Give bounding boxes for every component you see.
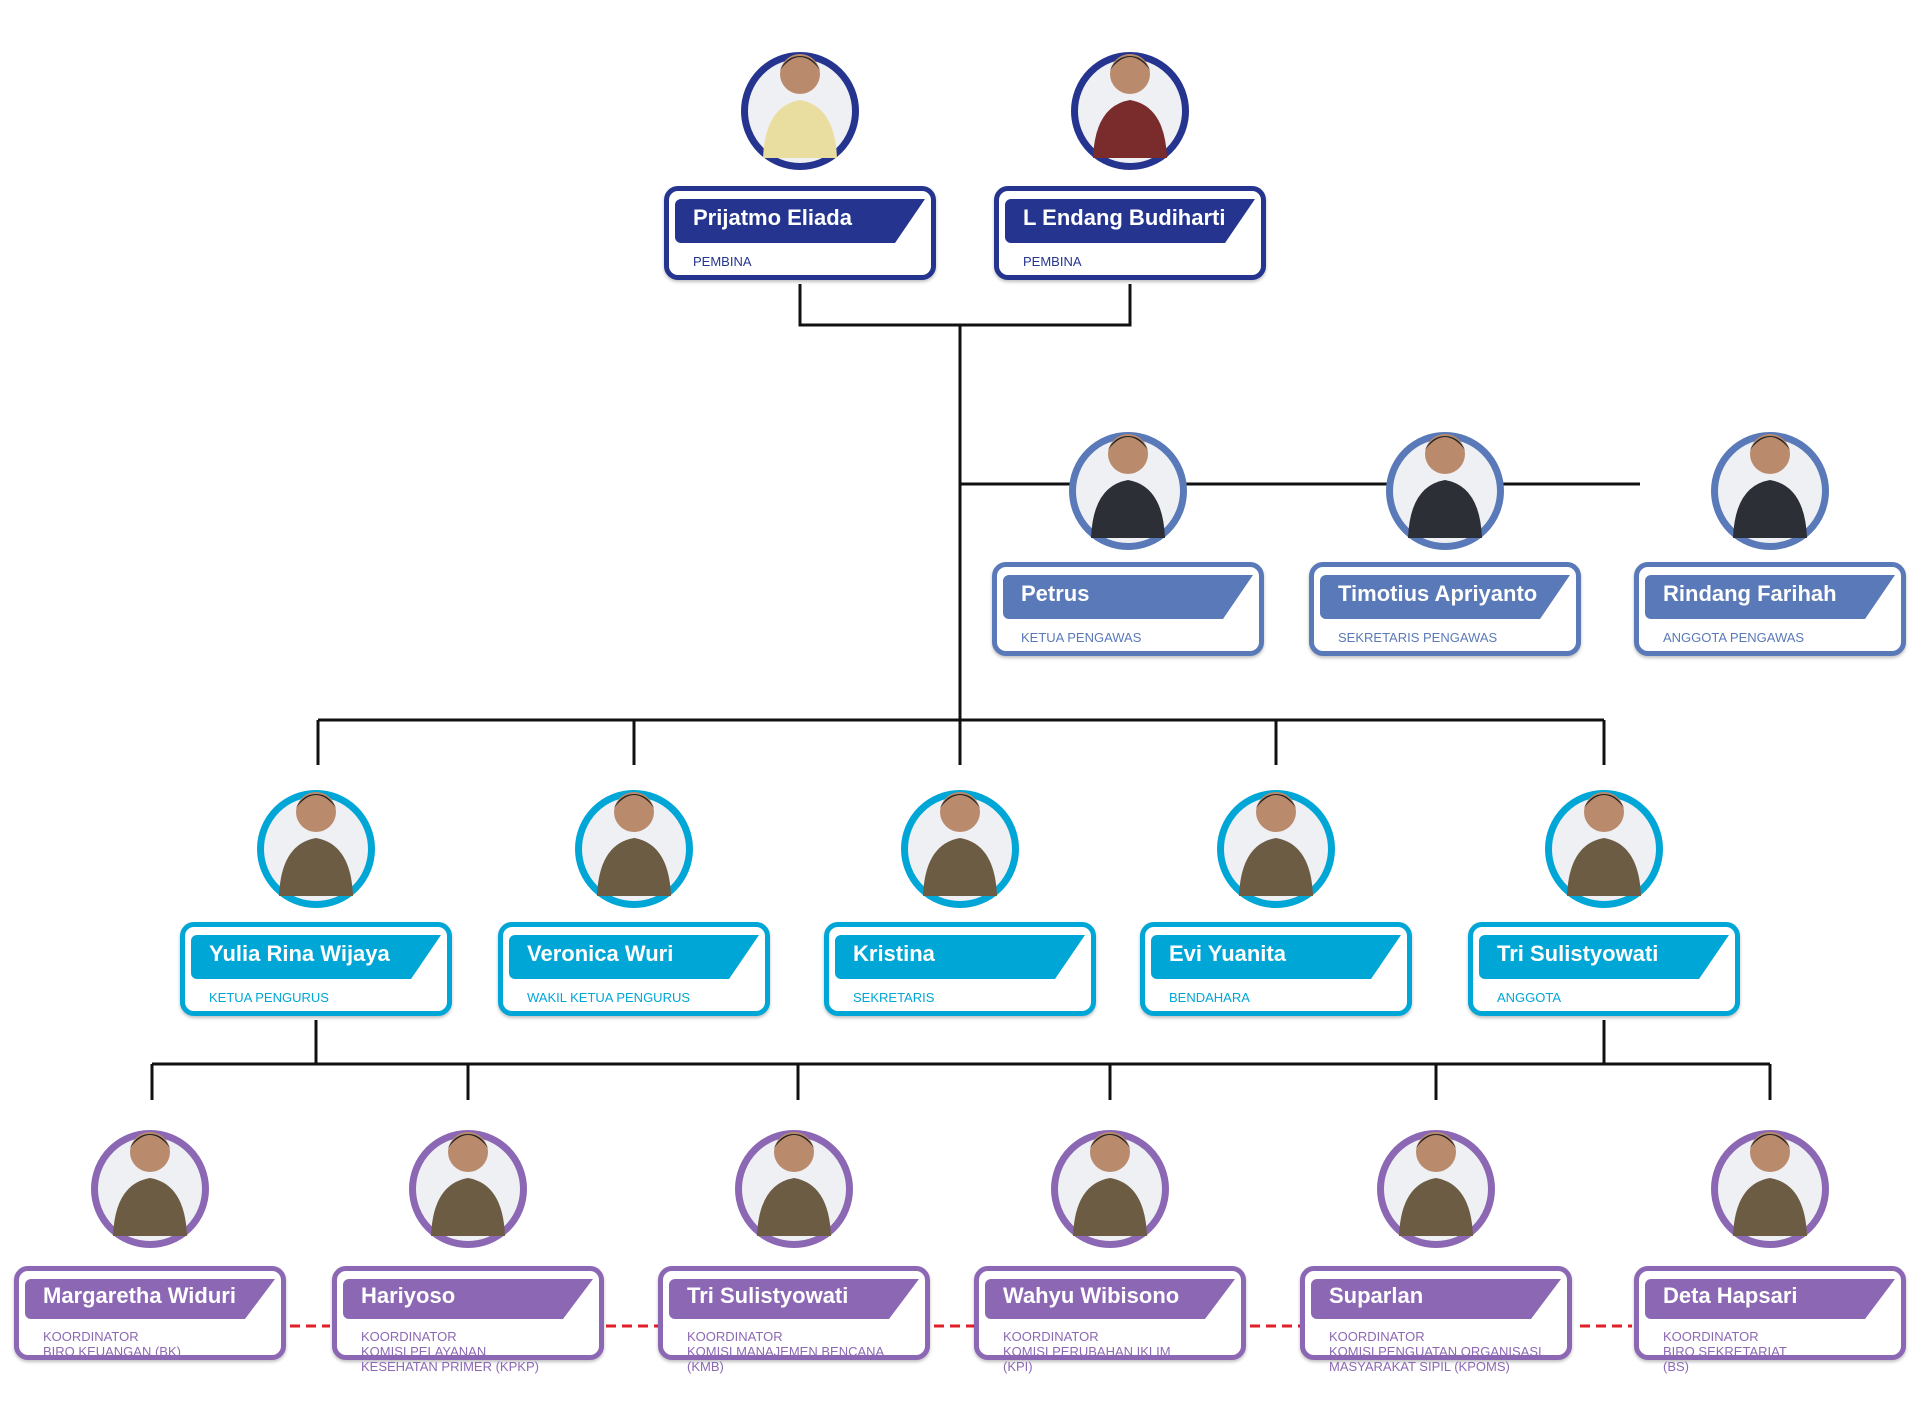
- koordinator-photo-6: [1711, 1130, 1829, 1248]
- member-role: ANGGOTA: [1497, 990, 1562, 1005]
- name-banner: [675, 199, 925, 243]
- member-name: Wahyu Wibisono: [1003, 1283, 1180, 1308]
- name-banner: [1151, 935, 1401, 979]
- pembina-photo-2: [1071, 52, 1189, 170]
- member-name: Evi Yuanita: [1169, 941, 1286, 966]
- pengurus-photo-1: [257, 790, 375, 908]
- pengawas-photo-3: [1711, 432, 1829, 550]
- pengurus-photo-5: [1545, 790, 1663, 908]
- member-name: Petrus: [1021, 581, 1090, 606]
- member-name: Hariyoso: [361, 1283, 456, 1308]
- member-name: Yulia Rina Wijaya: [209, 941, 390, 966]
- person-silhouette-icon: [1399, 1132, 1473, 1236]
- member-role: WAKIL KETUA PENGURUS: [527, 990, 691, 1005]
- name-banner: [1645, 1279, 1895, 1319]
- member-role: SEKRETARIS: [853, 990, 935, 1005]
- member-name: Kristina: [853, 941, 935, 966]
- pengurus-photo-3: [901, 790, 1019, 908]
- name-banner: [1003, 575, 1253, 619]
- member-name: Timotius Apriyanto: [1338, 581, 1538, 606]
- member-name: Deta Hapsari: [1663, 1283, 1798, 1308]
- name-banner: [509, 935, 759, 979]
- member-name: Tri Sulistyowati: [687, 1283, 849, 1308]
- name-banner: [343, 1279, 593, 1319]
- member-name: Suparlan: [1329, 1283, 1424, 1308]
- person-silhouette-icon: [757, 1132, 831, 1236]
- member-role: PEMBINA: [693, 254, 752, 269]
- name-banner: [835, 935, 1085, 979]
- name-banner: [1311, 1279, 1561, 1319]
- person-silhouette-icon: [1733, 434, 1807, 538]
- person-silhouette-icon: [1733, 1132, 1807, 1236]
- person-silhouette-icon: [1091, 434, 1165, 538]
- person-silhouette-icon: [279, 792, 353, 896]
- member-role: KOORDINATOR KOMISI PELAYANAN KESEHATAN P…: [361, 1329, 539, 1374]
- person-silhouette-icon: [923, 792, 997, 896]
- pengurus-photo-4: [1217, 790, 1335, 908]
- koordinator-photo-1: [91, 1130, 209, 1248]
- member-role: SEKRETARIS PENGAWAS: [1338, 630, 1498, 645]
- person-silhouette-icon: [1073, 1132, 1147, 1236]
- name-banner: [985, 1279, 1235, 1319]
- koordinator-photo-3: [735, 1130, 853, 1248]
- koordinator-photo-5: [1377, 1130, 1495, 1248]
- person-silhouette-icon: [1567, 792, 1641, 896]
- name-banner: [1005, 199, 1255, 243]
- name-banner: [1645, 575, 1895, 619]
- member-role: PEMBINA: [1023, 254, 1082, 269]
- member-name: Prijatmo Eliada: [693, 205, 852, 230]
- member-role: KOORDINATOR BIRO SEKRETARIAT (BS): [1663, 1329, 1787, 1374]
- name-banner: [669, 1279, 919, 1319]
- person-silhouette-icon: [763, 54, 837, 158]
- member-role: KETUA PENGAWAS: [1021, 630, 1142, 645]
- member-role: KOORDINATOR KOMISI PENGUATAN ORGANISASI …: [1329, 1329, 1542, 1374]
- pengawas-photo-2: [1386, 432, 1504, 550]
- name-banner: [25, 1279, 275, 1319]
- pengawas-photo-1: [1069, 432, 1187, 550]
- member-role: BENDAHARA: [1169, 990, 1250, 1005]
- member-role: KOORDINATOR BIRO KEUANGAN (BK): [43, 1329, 181, 1359]
- koordinator-photo-2: [409, 1130, 527, 1248]
- member-name: Rindang Farihah: [1663, 581, 1837, 606]
- person-silhouette-icon: [1093, 54, 1167, 158]
- person-silhouette-icon: [1408, 434, 1482, 538]
- member-name: Tri Sulistyowati: [1497, 941, 1659, 966]
- member-role: KOORDINATOR KOMISI PERUBAHAN IKLIM (KPI): [1003, 1329, 1171, 1374]
- person-silhouette-icon: [597, 792, 671, 896]
- member-name: Veronica Wuri: [527, 941, 674, 966]
- member-name: Margaretha Widuri: [43, 1283, 236, 1308]
- name-banner: [1320, 575, 1570, 619]
- pembina-photo-1: [741, 52, 859, 170]
- person-silhouette-icon: [113, 1132, 187, 1236]
- person-silhouette-icon: [1239, 792, 1313, 896]
- member-role: KETUA PENGURUS: [209, 990, 329, 1005]
- person-silhouette-icon: [431, 1132, 505, 1236]
- pengurus-photo-2: [575, 790, 693, 908]
- name-banner: [191, 935, 441, 979]
- name-banner: [1479, 935, 1729, 979]
- member-role: KOORDINATOR KOMISI MANAJEMEN BENCANA (KM…: [687, 1329, 885, 1374]
- koordinator-photo-4: [1051, 1130, 1169, 1248]
- member-name: L Endang Budiharti: [1023, 205, 1226, 230]
- member-role: ANGGOTA PENGAWAS: [1663, 630, 1805, 645]
